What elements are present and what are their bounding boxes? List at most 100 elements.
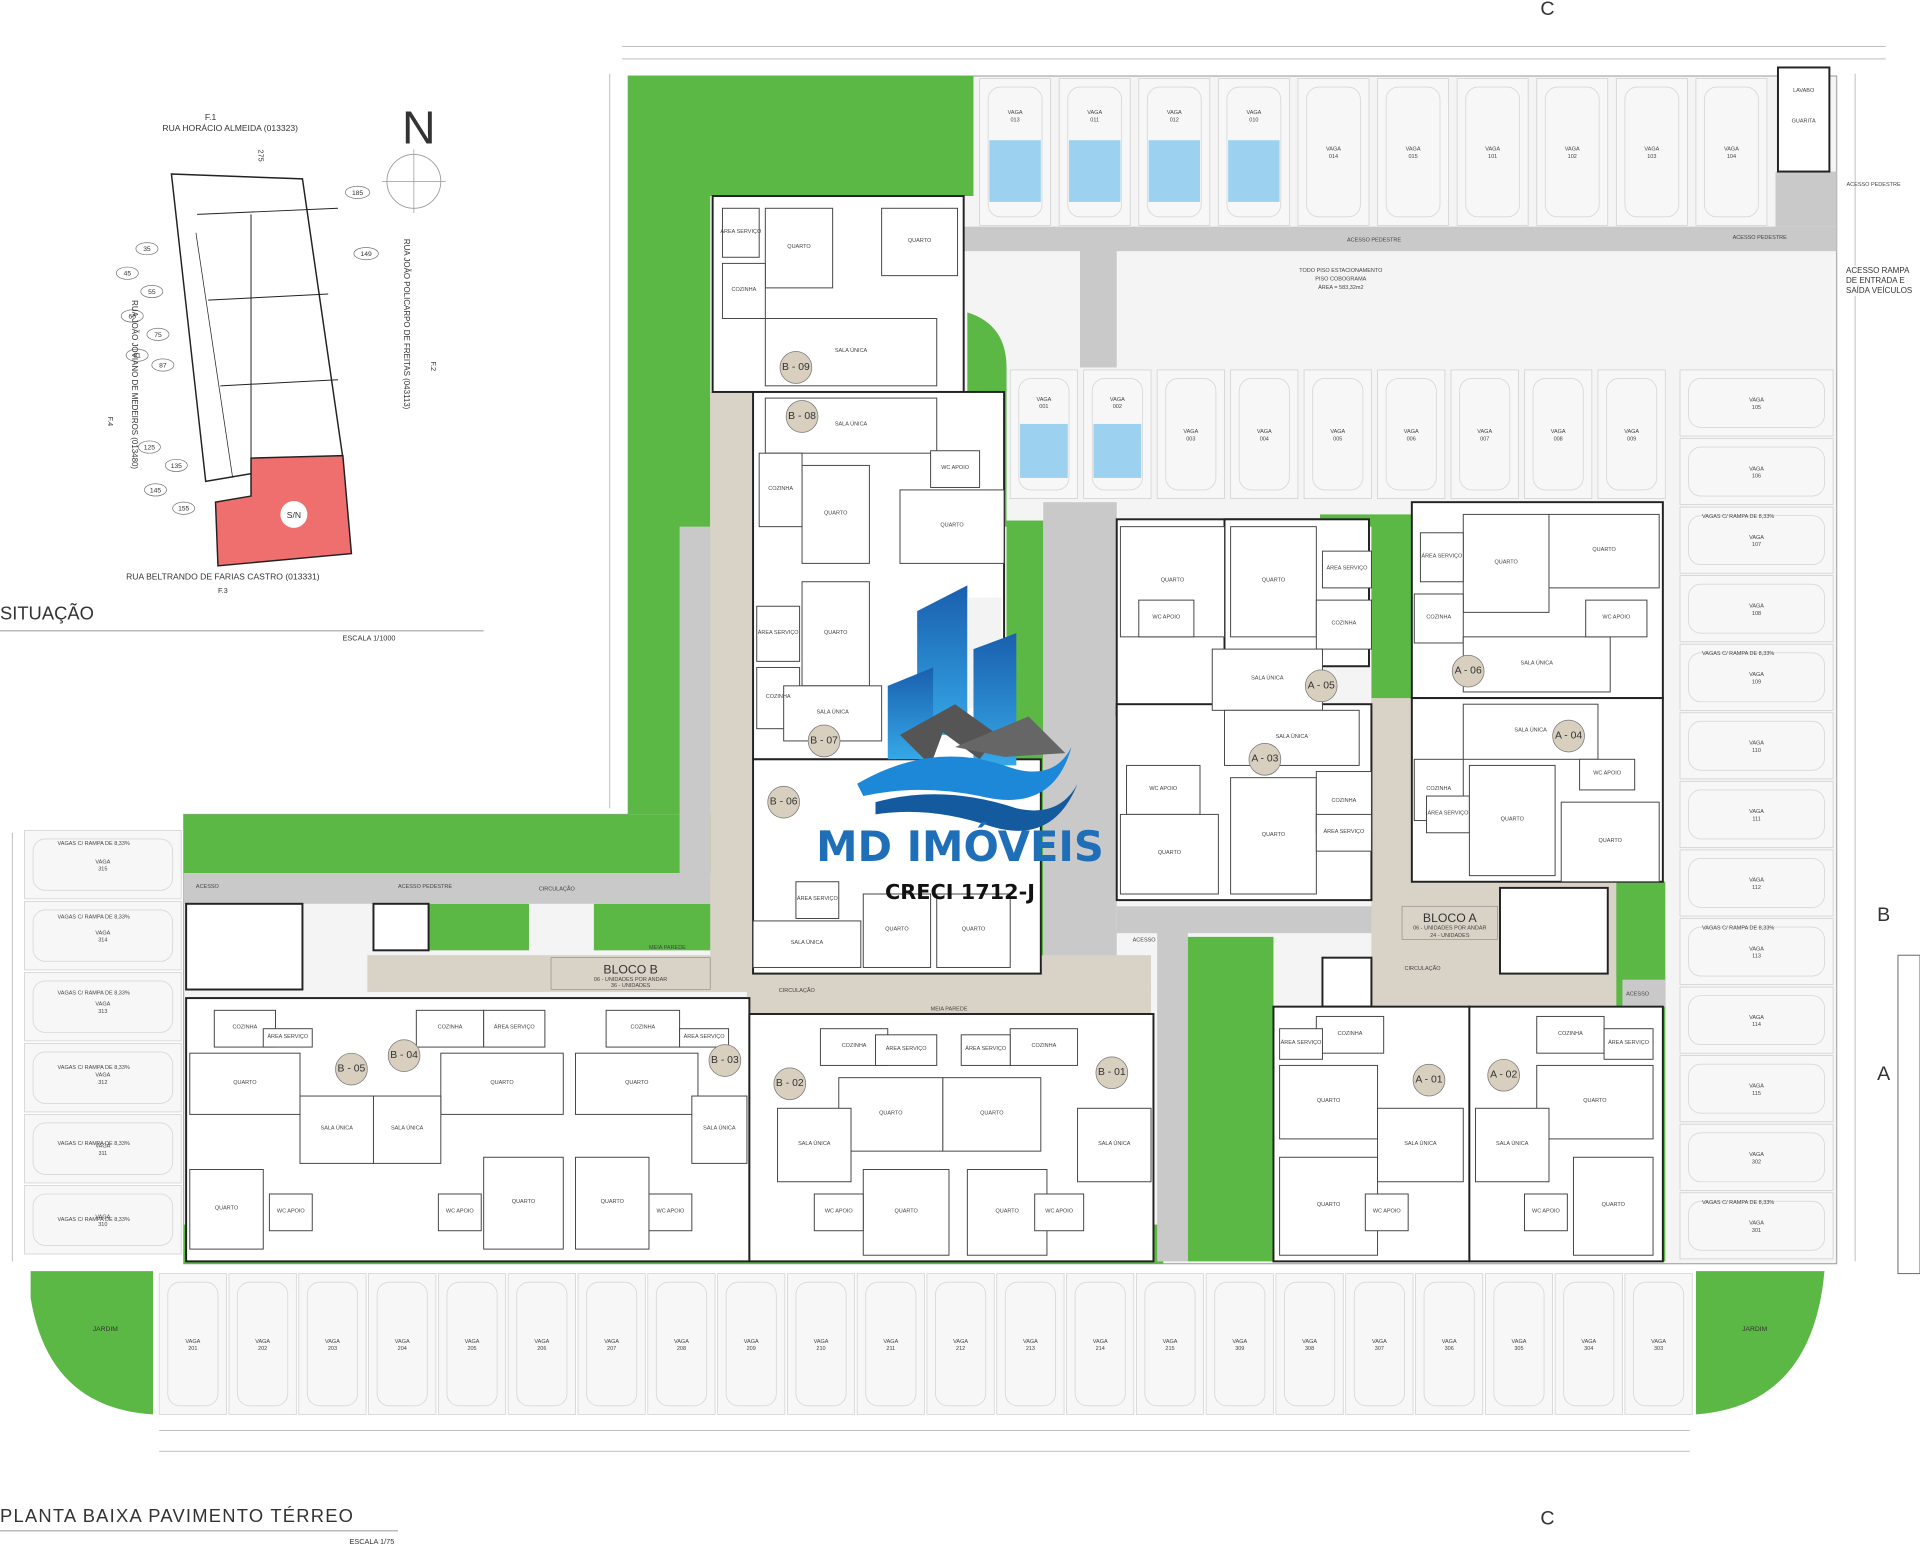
car-outline — [1624, 86, 1680, 218]
car-outline — [987, 86, 1043, 218]
room-wc — [1034, 1193, 1085, 1232]
vaga-label: VAGA — [395, 1339, 410, 1345]
room-label: QUARTO — [962, 927, 986, 933]
room-label: COZINHA — [1032, 1043, 1057, 1049]
room-label: QUARTO — [1158, 850, 1182, 856]
vaga-label: VAGA — [1551, 429, 1566, 435]
accessible-parking-icon — [989, 140, 1041, 202]
vaga-number: 005 — [1333, 436, 1342, 442]
street-left-label: RUA JOÃO JOVIANO DE MEDEIROS (013480) — [130, 300, 139, 469]
ramp-note: VAGAS C/ RAMPA DE 8,33% — [1702, 514, 1774, 520]
vaga-label: VAGA — [1749, 946, 1764, 952]
vaga-label: VAGA — [1581, 1339, 1596, 1345]
room-quarto — [575, 1156, 650, 1250]
room-quarto — [942, 1077, 1042, 1152]
room-quarto — [1462, 513, 1550, 613]
unit-badge: B - 05 — [335, 1052, 368, 1086]
vaga-number: 104 — [1727, 154, 1736, 160]
room-label: COZINHA — [768, 486, 793, 492]
room-label: QUARTO — [1592, 547, 1616, 553]
pedestrian-path — [1157, 930, 1188, 1262]
pedestrian-access-label: ACESSO PEDESTRE — [1847, 182, 1901, 188]
logo-brand-text: MD IMÓVEIS — [816, 822, 1104, 871]
lot-number: 55 — [148, 289, 156, 296]
unit-id: B - 04 — [390, 1050, 418, 1061]
room-label: COZINHA — [1426, 786, 1451, 792]
room-label: QUARTO — [1161, 578, 1185, 584]
car-outline — [1688, 378, 1825, 428]
vaga-number: 307 — [1375, 1346, 1384, 1352]
vaga-label: VAGA — [1749, 672, 1764, 678]
vaga-label: VAGA — [1008, 110, 1023, 116]
room-label: QUARTO — [995, 1208, 1019, 1214]
car-outline — [1214, 1281, 1266, 1407]
room-sala — [1462, 636, 1611, 693]
vaga-number: 312 — [98, 1080, 107, 1086]
location-plan: F.1 RUA HORÁCIO ALMEIDA (013323) 275 S/N… — [0, 101, 484, 643]
car-outline — [1544, 86, 1600, 218]
car-outline — [237, 1281, 289, 1407]
bloco-b-units-per-floor: 06 - UNIDADES POR ANDAR — [594, 977, 667, 983]
vaga-label: VAGA — [1163, 1339, 1178, 1345]
vaga-label: VAGA — [95, 1214, 110, 1220]
room-label: QUARTO — [1262, 832, 1286, 838]
lot-number-bubble — [344, 185, 371, 199]
bloco-a-units-total: 24 - UNIDADES — [1430, 933, 1470, 939]
vaga-number: 311 — [98, 1151, 107, 1157]
vaga-number: 302 — [1752, 1159, 1761, 1165]
unit-id: B - 02 — [776, 1078, 804, 1089]
vaga-number: 214 — [1096, 1346, 1105, 1352]
room-label: SALA ÚNICA — [1098, 1140, 1131, 1147]
room-cozinha — [758, 452, 803, 528]
lot-number-bubble — [115, 266, 139, 280]
car-outline — [1606, 378, 1658, 491]
room-quarto — [1536, 1064, 1654, 1140]
room-label: ÁREA SERVIÇO — [886, 1045, 928, 1052]
room-label: SALA ÚNICA — [391, 1125, 424, 1132]
unit-badge: A - 06 — [1451, 654, 1485, 688]
room-label: COZINHA — [1426, 614, 1451, 620]
unit-id: A - 01 — [1415, 1075, 1442, 1086]
vehicle-ramp-label: ACESSO RAMPA DE ENTRADA E SAÍDA VEÍCULOS — [1846, 266, 1918, 296]
floor-note: ÁREA = 583,32m2 — [1318, 284, 1363, 291]
garden-label: JARDIM — [93, 1326, 118, 1333]
room-quarto — [1572, 1156, 1654, 1256]
vaga-label: VAGA — [1512, 1339, 1527, 1345]
garden-corner — [1695, 1271, 1825, 1415]
vaga-label: VAGA — [1442, 1339, 1457, 1345]
room-quarto — [838, 1077, 944, 1152]
vaga-label: VAGA — [1302, 1339, 1317, 1345]
room-quarto — [483, 1156, 564, 1250]
room-wc — [930, 450, 981, 488]
pedestrian-path — [183, 873, 760, 904]
vaga-number: 010 — [1249, 117, 1258, 123]
circulation-label: CIRCULAÇÃO — [779, 987, 816, 994]
floor-plan-title: PLANTA BAIXA PAVIMENTO TÉRREO — [0, 1505, 354, 1526]
vaga-label: VAGA — [95, 1143, 110, 1149]
car-outline — [1423, 1281, 1475, 1407]
vaga-number: 202 — [258, 1346, 267, 1352]
pedestrian-access-label: ACESSO PEDESTRE — [1347, 237, 1401, 243]
vaga-number: 212 — [956, 1346, 965, 1352]
room-quarto — [1548, 513, 1660, 589]
vaga-label: VAGA — [95, 1001, 110, 1007]
bloco-a-label: BLOCO A 06 - UNIDADES POR ANDAR 24 - UNI… — [1401, 905, 1498, 940]
vaga-number: 011 — [1090, 117, 1099, 123]
section-mark-a: A — [1877, 1063, 1891, 1085]
car-outline — [32, 909, 174, 962]
room-area — [483, 1009, 546, 1048]
vaga-number: 209 — [747, 1346, 756, 1352]
vaga-label: VAGA — [604, 1339, 619, 1345]
